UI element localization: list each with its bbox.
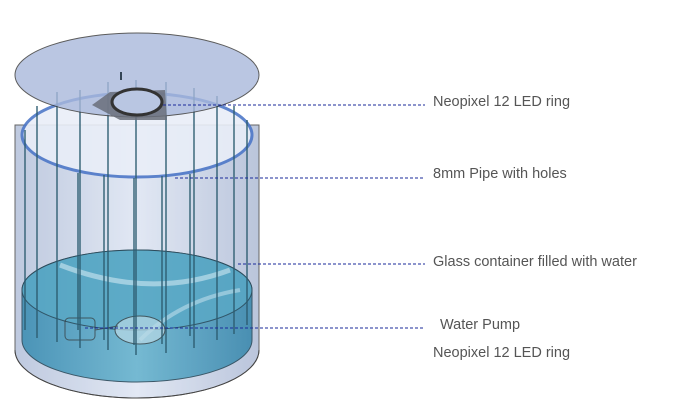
label-pump: Water Pump (440, 317, 521, 333)
label-led-ring-top: Neopixel 12 LED ring (433, 94, 571, 110)
water-pump (64, 315, 166, 345)
label-glass: Glass container filled with water (433, 254, 637, 270)
led-ring-top (92, 87, 167, 120)
label-pipe: 8mm Pipe with holes (433, 166, 567, 182)
pipes (24, 80, 248, 355)
leader-lines (85, 104, 425, 329)
label-led-ring-bottom: Neopixel 12 LED ring (433, 345, 571, 361)
